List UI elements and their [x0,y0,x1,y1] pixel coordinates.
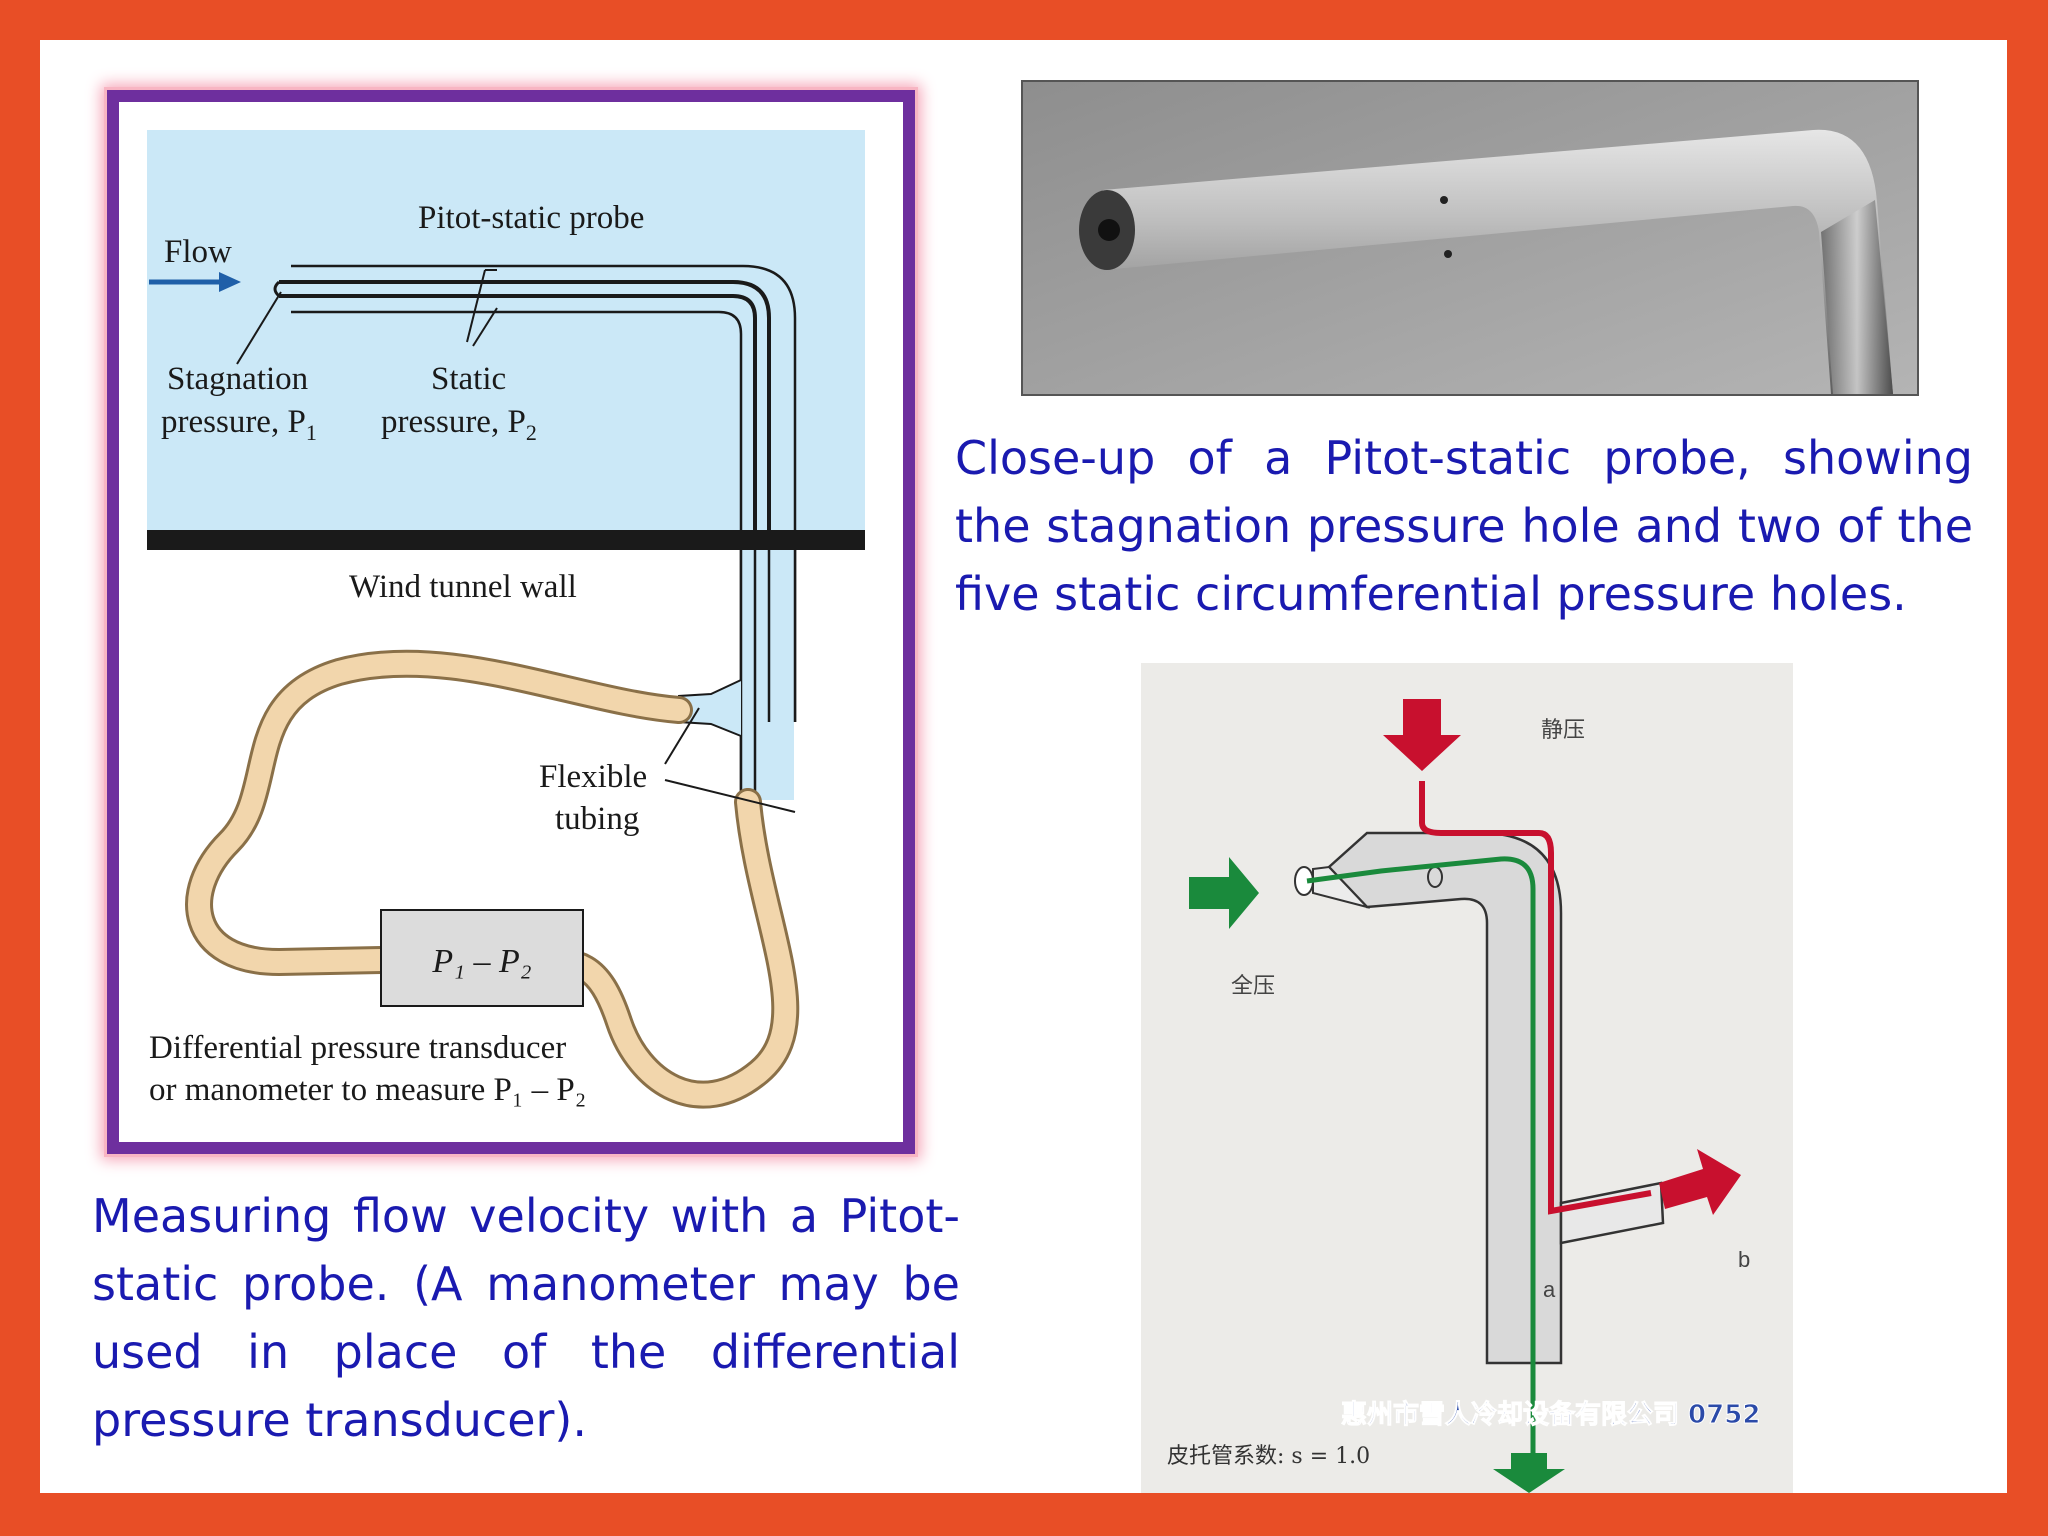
label-b: b [1738,1247,1750,1272]
transducer-caption-1: Differential pressure transducer [149,1030,566,1066]
tubing-right [520,791,797,1106]
wall-label: Wind tunnel wall [349,569,577,605]
slide: P₁ – P₂ Pitot-static probe Flow Stagnati… [40,40,2007,1493]
probe-photo [1021,80,1919,396]
company-watermark: 惠州市雪人冷却设备有限公司 0752 [1341,1399,1760,1430]
diagram-caption: Measuring flow velocity with a Pitot-sta… [92,1189,960,1447]
pitot-tube-illustration: 静压 全压 a b 惠州市雪人冷却设备有限公司 0752 皮托管系数: s = … [1141,663,1793,1493]
stagnation-hole [1098,219,1120,241]
airflow-region [147,130,865,542]
static-arrow-icon [1383,699,1461,771]
probe-tubes [273,264,797,802]
total-arrow-icon [1189,857,1259,929]
probe-photo-image [1023,82,1917,394]
static-pressure-line [1419,781,1652,1215]
static-label-2: pressure, P2 [381,404,537,445]
static-label: 静压 [1541,718,1585,743]
photo-caption: Close-up of a Pitot-static probe, showin… [955,431,1973,621]
static-hole-1 [1440,196,1448,204]
flow-label: Flow [164,234,232,270]
label-a: a [1543,1277,1556,1302]
flow-arrow-icon [219,272,241,292]
tubing-label-2: tubing [555,801,639,837]
stagnation-label-2: pressure, P1 [161,404,317,445]
bottom-arrow-icon [1493,1453,1565,1493]
leader-lines [236,269,796,813]
tubing-label-1: Flexible [539,759,647,795]
transducer-caption-2: or manometer to measure P₁ – P₂ [149,1072,586,1108]
illustration-tube [1327,831,1563,1365]
pitot-diagram: P₁ – P₂ Pitot-static probe Flow Stagnati… [147,130,865,1109]
transducer-label: P₁ – P₂ [431,943,531,980]
coefficient-label: 皮托管系数: s = 1.0 [1167,1444,1370,1469]
transducer-box [380,909,584,1007]
probe-tube-shape [1083,129,1893,394]
pitot-illustration-svg: 静压 全压 a b 惠州市雪人冷却设备有限公司 0752 皮托管系数: s = … [1167,699,1761,1493]
outlet-arrow-icon [1659,1149,1741,1215]
wind-tunnel-wall [147,530,865,550]
static-hole-2 [1444,250,1452,258]
total-label: 全压 [1231,974,1275,999]
tubing-left [188,652,690,974]
probe-stem-lines [739,550,797,802]
probe-label: Pitot-static probe [418,200,644,236]
static-label-1: Static [431,361,506,397]
stagnation-label-1: Stagnation [167,361,308,397]
pitot-diagram-frame: P₁ – P₂ Pitot-static probe Flow Stagnati… [107,90,915,1154]
total-pressure-line [1306,856,1536,1463]
